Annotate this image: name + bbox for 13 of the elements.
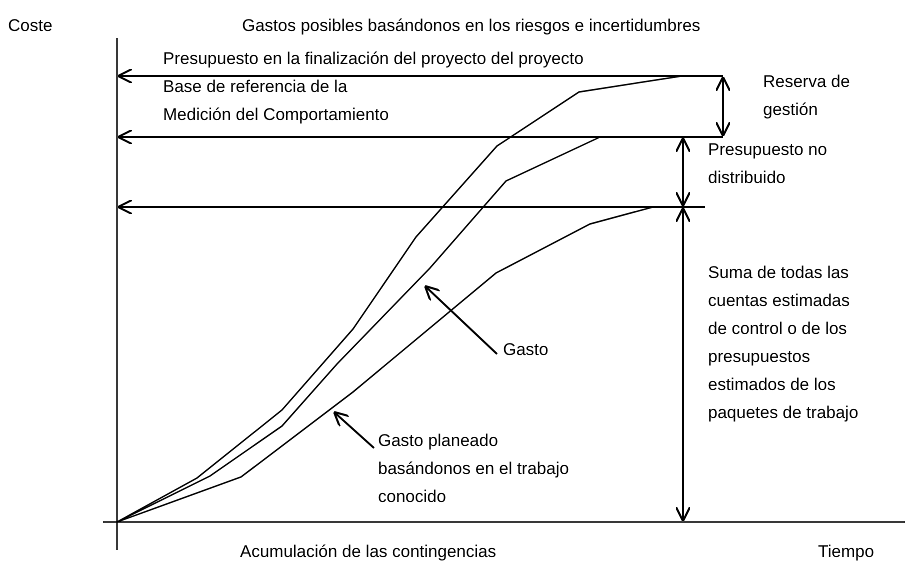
annotation-text: Gasto planeado basándonos en el trabajo conocido [378, 427, 578, 511]
dimension-label: Suma de todas las cuentas estimadas de control o de los presupuestos estimados de los paquetes de trabajo [708, 262, 860, 424]
dimension-label: Reserva de gestión [763, 71, 851, 121]
axis-label: Tiempo [818, 541, 876, 562]
curve-label: Gastos posibles basándonos en los riesgos e incertidumbres [242, 15, 702, 37]
level-label: Presupuesto en la finalización del proyecto del proyecto [163, 48, 585, 70]
level-label: Base de referencia de la Medición del Comportamiento [163, 76, 390, 126]
leader-arrow [424, 284, 498, 355]
axis-label: Acumulación de las contingencias [240, 541, 498, 562]
axis-label: Coste [8, 15, 54, 37]
leader-arrow [332, 410, 375, 449]
dimension-label: Presupuesto no distribuido [708, 139, 828, 189]
annotation-text: Gasto [503, 336, 563, 364]
